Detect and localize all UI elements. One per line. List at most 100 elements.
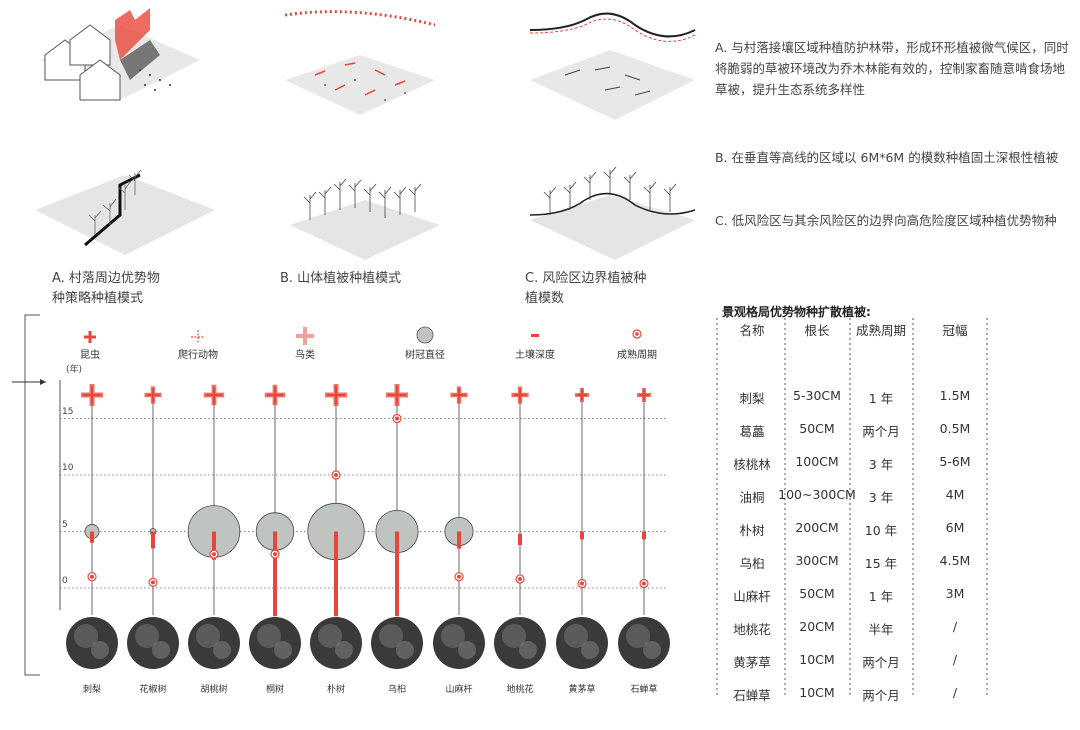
table-cell: 两个月 — [862, 655, 900, 670]
table-cell: 4M — [945, 487, 965, 502]
species-photo-texture — [335, 641, 353, 659]
table-cell: 地桃花 — [733, 622, 771, 637]
table-cell: 4.5M — [939, 553, 971, 568]
species-photo-highlight — [379, 624, 403, 648]
table-cell: 6M — [945, 520, 965, 535]
table-cell: 10CM — [799, 685, 835, 700]
root-bar — [642, 531, 646, 540]
table-cell: 乌桕 — [739, 556, 765, 571]
maturity-marker-dot — [90, 574, 94, 579]
table-cell: 1 年 — [868, 589, 894, 604]
table-cell: 3M — [945, 586, 965, 601]
legend-label: 成熟周期 — [617, 350, 657, 361]
species-name: 地桃花 — [506, 685, 534, 695]
presence-marker-core — [452, 388, 466, 402]
maturity-marker-dot — [151, 580, 155, 585]
table-header: 冠幅 — [942, 323, 968, 338]
table-cell: 20CM — [799, 619, 835, 634]
table-dividers — [716, 318, 988, 696]
species-photo-highlight — [74, 624, 98, 648]
table-cell: 100CM — [795, 454, 839, 469]
illustration-mountain-grid — [284, 10, 436, 115]
species-photo-highlight — [441, 624, 465, 648]
species-photo-highlight — [502, 624, 526, 648]
root-bar — [273, 531, 277, 617]
reptile-icon — [191, 330, 205, 344]
description-b: B. 在垂直等高线的区域以 6M*6M 的模数种植固土深根性植被 — [715, 150, 1059, 165]
illustration-mountain-trees — [290, 178, 440, 260]
presence-marker-core — [146, 388, 160, 402]
species-photo-highlight — [564, 624, 588, 648]
table-cell: 50CM — [799, 421, 835, 436]
table-cell: 两个月 — [862, 688, 900, 703]
table-cell: 核桃林 — [733, 457, 771, 472]
presence-marker-core — [205, 386, 223, 404]
table-cell: 3 年 — [868, 457, 894, 472]
soil-depth-icon — [531, 334, 539, 337]
legend-label: 昆虫 — [80, 350, 100, 361]
species-chart — [12, 314, 670, 676]
species-name: 胡桃树 — [200, 685, 228, 695]
maturity-marker-dot — [518, 576, 522, 581]
presence-marker-core — [513, 388, 527, 402]
table-cell: 200CM — [795, 520, 839, 535]
maturity-marker-dot — [212, 552, 216, 557]
species-name: 刺梨 — [82, 685, 101, 695]
description-c: C. 低风险区与其余风险区的边界向高危险度区域种植优势物种 — [715, 213, 1057, 228]
legend-label: 树冠直径 — [405, 350, 445, 361]
species-name: 山麻杆 — [445, 685, 473, 695]
species-photo-texture — [213, 641, 231, 659]
legend-label: 鸟类 — [295, 350, 315, 361]
species-photo-highlight — [318, 624, 342, 648]
caption-c: C. 风险区边界植被种 植模数 — [525, 269, 646, 309]
caption-c-line1: C. 风险区边界植被种 — [525, 271, 647, 286]
illustration-village — [40, 8, 200, 101]
table-header: 名称 — [739, 323, 765, 338]
table-cell: 1.5M — [939, 388, 971, 403]
bird-icon — [296, 327, 314, 345]
species-photo-highlight — [196, 624, 220, 648]
presence-marker-core — [577, 390, 587, 400]
table-cell: 黄茅草 — [733, 655, 771, 670]
table-cell: 300CM — [795, 553, 839, 568]
presence-marker-core — [639, 390, 649, 400]
description-a: A. 与村落接壤区域种植防护林带，形成环形植被微气候区，同时将脆弱的草被环境改为… — [715, 40, 1069, 97]
maturity-icon — [632, 329, 642, 339]
maturity-icon-dot — [635, 332, 639, 336]
species-photo-texture — [396, 641, 414, 659]
species-photo-highlight — [626, 624, 650, 648]
table-cell: 5-30CM — [793, 388, 841, 403]
table-title: 景观格局优势物种扩散植被: — [722, 305, 871, 319]
crown-diameter-icon — [416, 326, 434, 344]
maturity-marker-dot — [395, 416, 399, 421]
species-photo-texture — [519, 641, 537, 659]
root-bar — [395, 531, 399, 617]
table-cell: 山麻杆 — [733, 589, 771, 604]
maturity-marker-dot — [334, 473, 338, 477]
legend-label: 爬行动物 — [178, 350, 218, 361]
table-cell: 葛藟 — [739, 424, 765, 439]
table-cell: 油桐 — [739, 490, 765, 505]
caption-a: A. 村落周边优势物 种策略种植模式 — [52, 269, 160, 309]
table-cell: 10CM — [799, 652, 835, 667]
species-photo-highlight — [135, 624, 159, 648]
illustration-boundary-trees — [529, 166, 696, 260]
table-cell: 朴树 — [739, 523, 765, 538]
root-bar — [151, 531, 155, 549]
table-cell: 半年 — [868, 622, 894, 637]
table-cell: / — [952, 652, 958, 667]
chart-bracket — [24, 314, 40, 676]
caption-a-line2: 种策略种植模式 — [52, 291, 144, 306]
species-photo-texture — [91, 641, 109, 659]
species-name: 花椒树 — [139, 685, 167, 695]
root-bar — [518, 533, 522, 546]
maturity-marker-dot — [642, 581, 646, 586]
table-cell: 0.5M — [939, 421, 971, 436]
root-bar — [334, 531, 338, 617]
species-name: 乌桕 — [387, 685, 406, 695]
presence-marker-core — [327, 386, 345, 404]
maturity-marker-dot — [457, 574, 461, 579]
y-axis-label: (年) — [66, 365, 83, 375]
species-name: 黄茅草 — [568, 685, 596, 695]
y-tick-label: 5 — [62, 519, 68, 530]
